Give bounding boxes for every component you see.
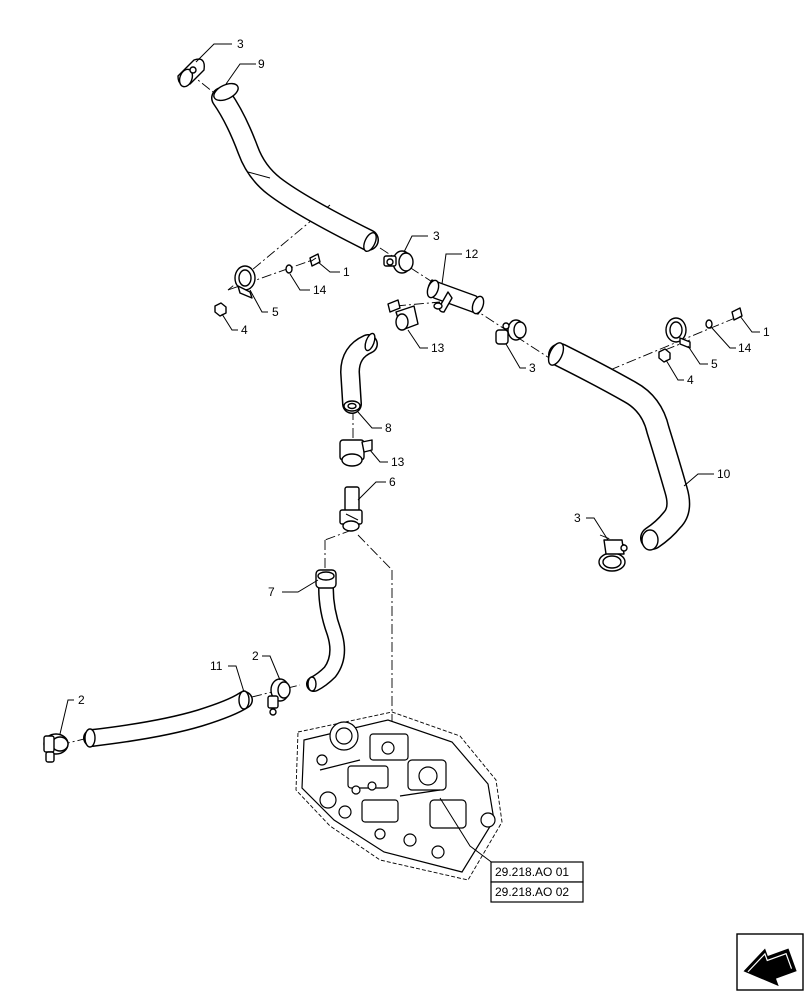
reference-box-1[interactable]: 29.218.AO 01 [490, 861, 584, 883]
callout-9: 13 [431, 341, 445, 355]
washer-14-left [285, 264, 293, 274]
callout-19: 3 [574, 511, 581, 525]
fitting-13-lower [339, 439, 373, 467]
bolt-1-right [731, 307, 743, 321]
callout-13: 5 [711, 357, 718, 371]
fitting-13-upper [387, 299, 419, 331]
hose-10 [547, 342, 691, 551]
callout-7: 5 [272, 305, 279, 319]
p-clamp-5-right [665, 317, 691, 349]
callout-12: 14 [738, 341, 752, 355]
hose-11 [83, 690, 253, 748]
callout-5: 1 [343, 265, 350, 279]
reference-label-1: 29.218.AO 01 [495, 865, 569, 879]
hose-7 [306, 569, 346, 692]
hose-9 [211, 82, 379, 253]
callout-23: 2 [78, 693, 85, 707]
callout-21: 2 [252, 649, 259, 663]
hydrostatic-pump [295, 711, 503, 881]
callout-leaders [59, 43, 760, 865]
callout-22: 11 [210, 659, 223, 673]
callout-11: 1 [763, 325, 770, 339]
callout-16: 13 [391, 455, 405, 469]
hose-clamp-3-right-of-tee [495, 319, 527, 345]
reference-box-2[interactable]: 29.218.AO 02 [490, 881, 584, 903]
hose-clamp-3-lower-right [598, 539, 628, 572]
hose-clamp-2-left [43, 733, 69, 763]
callout-17: 6 [389, 475, 396, 489]
callout-numbers: 3 9 3 12 1 14 5 4 13 3 1 14 5 4 8 13 6 1… [78, 37, 770, 707]
next-page-arrow-icon[interactable] [736, 933, 804, 996]
nut-4-right [658, 348, 671, 363]
callout-2: 9 [258, 57, 265, 71]
callout-3: 3 [433, 229, 440, 243]
washer-14-right [705, 319, 713, 329]
nut-4-left [214, 302, 227, 317]
hose-clamp-3-left-of-tee [383, 250, 414, 274]
callout-10: 3 [529, 361, 536, 375]
tee-fitting-12 [426, 279, 485, 315]
callout-20: 7 [268, 585, 275, 599]
bolt-1-left [309, 253, 321, 267]
hose-clamp-2-right [267, 678, 291, 716]
callout-4: 12 [465, 247, 479, 261]
reference-label-2: 29.218.AO 02 [495, 885, 569, 899]
hose-clamp-3-top [177, 58, 205, 88]
callout-6: 14 [313, 283, 327, 297]
callout-14: 4 [687, 373, 694, 387]
callout-8: 4 [241, 323, 248, 337]
callout-1: 3 [237, 37, 244, 51]
hose-8 [340, 332, 378, 414]
p-clamp-5-left [234, 265, 256, 299]
callout-15: 8 [385, 421, 392, 435]
callout-18: 10 [717, 467, 731, 481]
fitting-6 [339, 486, 363, 532]
